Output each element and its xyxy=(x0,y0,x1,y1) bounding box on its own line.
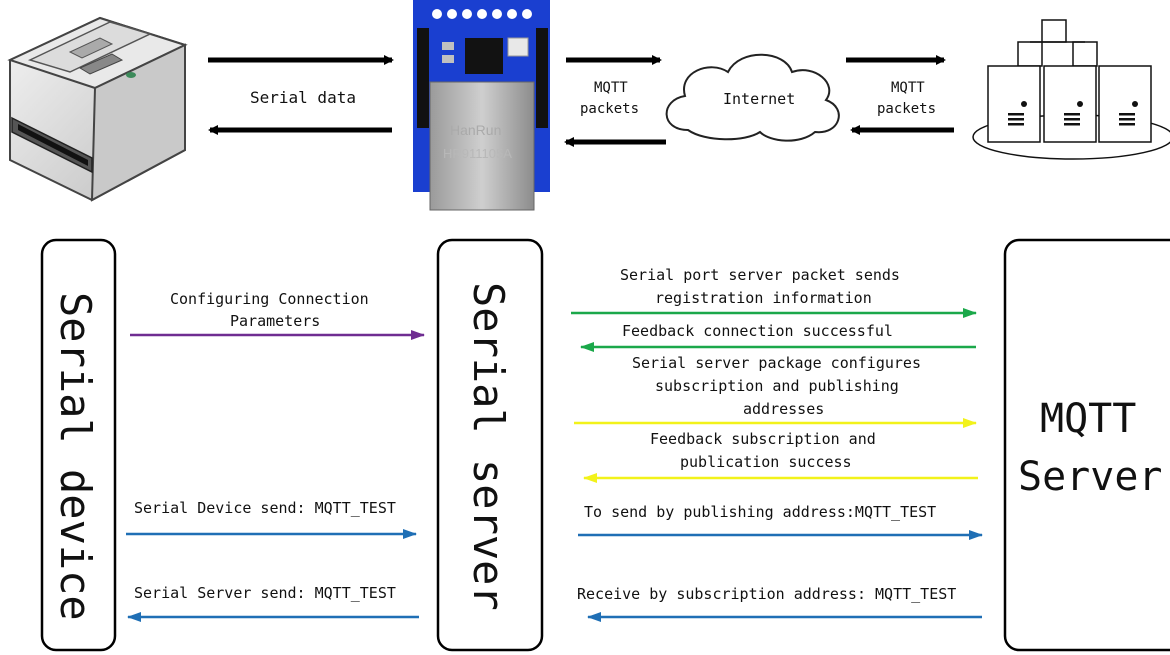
mqtt-server-label-2: Server xyxy=(1018,454,1163,500)
mqtt-packets-left-2: packets xyxy=(580,101,639,117)
mqtt-server-label-1: MQTT xyxy=(1040,396,1136,442)
module-part-label: HR911105A xyxy=(443,146,512,161)
connect-ok-label: Feedback connection successful xyxy=(622,322,893,340)
serial-server-label: Serial server xyxy=(464,282,513,611)
config-label-2: Parameters xyxy=(230,312,320,330)
subscribe-label-2: subscription and publishing xyxy=(655,377,899,395)
register-label-2: registration information xyxy=(655,289,872,307)
sub-feedback-label-2: publication success xyxy=(680,453,852,471)
serial-device-lane xyxy=(40,238,117,652)
subscribe-label-1: Serial server package configures xyxy=(632,354,921,372)
receive-label: Receive by subscription address: MQTT_TE… xyxy=(577,585,956,603)
module-brand-label: HanRun xyxy=(450,122,501,138)
mqtt-packets-right-1: MQTT xyxy=(891,80,925,96)
internet-label: Internet xyxy=(723,90,795,108)
publish-label: To send by publishing address:MQTT_TEST xyxy=(584,503,936,521)
mqtt-server-lane xyxy=(1003,238,1170,652)
serial-server-module-icon: HanRun HR911105A xyxy=(413,0,550,211)
mqtt-packets-right-2: packets xyxy=(877,101,936,117)
server-cluster-icon xyxy=(972,19,1170,160)
sub-feedback-label-1: Feedback subscription and xyxy=(650,430,876,448)
serial-server-lane xyxy=(436,238,544,652)
serial-data-label: Serial data xyxy=(250,88,356,107)
fax-machine-icon xyxy=(7,16,188,202)
serial-device-label: Serial device xyxy=(51,292,100,621)
subscribe-label-3: addresses xyxy=(743,400,824,418)
config-label-1: Configuring Connection xyxy=(170,290,369,308)
internet-cloud-icon: Internet xyxy=(665,53,840,142)
mqtt-packets-left-1: MQTT xyxy=(594,80,628,96)
server-send-label: Serial Server send: MQTT_TEST xyxy=(134,584,396,602)
register-label-1: Serial port server packet sends xyxy=(620,266,900,284)
device-send-label: Serial Device send: MQTT_TEST xyxy=(134,499,396,517)
